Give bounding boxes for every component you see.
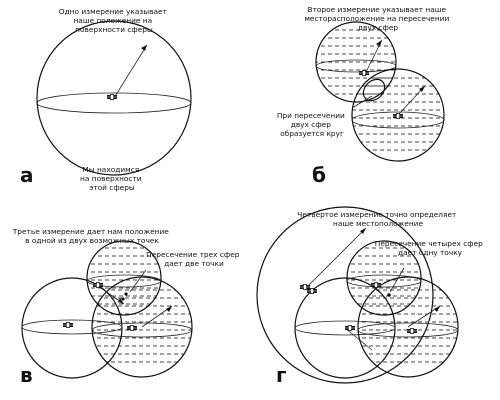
panel-v-side-line-2: дает две точки (164, 259, 224, 268)
sphere-v3-equator (21, 319, 123, 335)
arrowhead-g4 (360, 228, 366, 234)
sphere-b1 (315, 21, 397, 103)
panel-v-top-caption: Третье измерение дает нам положение в од… (12, 227, 171, 245)
sphere-g1-equator (346, 274, 422, 288)
panel-v-side-caption: Пересечение трех сфер дает две точки (146, 250, 242, 268)
pointer-line-b (351, 95, 373, 109)
panel-v-top-line-1: Третье измерение дает нам положение (12, 227, 170, 236)
panel-g-side-caption: Пересечение четырех сфер дает одну точку (375, 239, 485, 257)
sphere-v2-equator (91, 322, 193, 338)
panel-b-top-caption: Второе измерение указывает наше месторас… (304, 5, 451, 32)
panel-a: Одно измерение указывает наше положение … (20, 7, 192, 192)
panel-v: Третье измерение дает нам положение в од… (12, 227, 242, 387)
arrowhead-v (118, 298, 124, 304)
intersection-circle-b (362, 78, 386, 102)
sphere-v1 (86, 240, 162, 316)
sphere-v2 (91, 276, 193, 378)
panel-b-top-line-3: двух сфер (358, 23, 398, 32)
panel-a-bottom-caption: Мы находимся на поверхности этой сферы (80, 165, 144, 192)
panel-a-top-line-1: Одно измерение указывает (59, 7, 168, 16)
sphere-a-equator (36, 92, 192, 114)
satellite-icon (126, 325, 138, 331)
intersection-point-g (387, 293, 391, 297)
radius-arrow-b2 (397, 85, 426, 116)
panel-a-top-line-2: наше положение на (73, 16, 152, 25)
panel-b-top-line-1: Второе измерение указывает наше (308, 5, 447, 14)
radius-arrow-g3 (344, 327, 373, 351)
panel-v-letter: в (20, 363, 33, 387)
panel-a-bottom-line-2: на поверхности (80, 174, 142, 183)
satellite-icon (392, 113, 404, 119)
panel-b-side-line-2: двух сфер (291, 120, 331, 129)
arrowhead-b2 (419, 86, 425, 92)
panel-b-side-line-1: При пересечении (277, 111, 345, 120)
panel-g-side-line-1: Пересечение четырех сфер (375, 239, 483, 248)
panel-g-letter: г (276, 363, 286, 387)
satellite-icon (406, 328, 418, 334)
sphere-g2 (357, 276, 459, 378)
panel-a-bottom-line-1: Мы находимся (82, 165, 139, 174)
panel-v-side-line-1: Пересечение трех сфер (146, 250, 240, 259)
sphere-v2-hatching (92, 289, 192, 363)
panel-g: Четвертое измерение точно определяет наш… (256, 206, 485, 387)
arrowhead-b (376, 40, 382, 46)
arrowhead-a (141, 45, 147, 51)
satellite-icon (106, 94, 118, 100)
panel-a-bottom-line-3: этой сферы (89, 183, 135, 192)
pointer-line-v (129, 269, 147, 293)
panel-g-top-line-1: Четвертое измерение точно определяет (297, 210, 457, 219)
sphere-b2-equator (351, 111, 445, 129)
panel-b-top-line-2: месторасположение на пересечении (304, 14, 449, 23)
satellite-icon (62, 322, 74, 328)
panel-b-side-caption: При пересечении двух сфер образуется кру… (277, 111, 347, 138)
panel-v-top-line-2: в одной из двух возможных точек (25, 236, 159, 245)
satellite-icon (344, 325, 356, 331)
radius-arrow-g4 (305, 227, 367, 289)
sphere-g2-hatching (358, 289, 458, 363)
panel-g-side-line-2: дает одну точку (398, 248, 463, 257)
sphere-b1-equator (315, 59, 397, 73)
intersection-point-v1 (124, 292, 128, 296)
panel-g-top-caption: Четвертое измерение точно определяет наш… (297, 210, 458, 228)
arrowhead-v2 (166, 306, 172, 312)
satellite-icon (299, 284, 311, 290)
radius-arrow-a (113, 44, 148, 99)
panel-a-top-caption: Одно измерение указывает наше положение … (59, 7, 169, 34)
arrowhead-g2 (434, 306, 440, 312)
sphere-g3-equator (294, 320, 396, 336)
panel-b-side-line-3: образуется круг (280, 129, 344, 138)
panel-b: Второе измерение указывает наше месторас… (277, 5, 451, 187)
pointer-line-g (389, 267, 405, 293)
panel-a-top-line-3: поверхности сферы (75, 25, 153, 34)
satellite-icon (370, 282, 382, 288)
sphere-g1 (346, 240, 422, 316)
panel-g-top-line-2: наше местоположение (333, 219, 423, 228)
panel-b-letter: б (312, 163, 326, 187)
sphere-g2-equator (357, 322, 459, 338)
sphere-g4-large (256, 206, 434, 384)
satellite-icon (92, 282, 104, 288)
intersection-point-v2 (121, 297, 125, 301)
satellite-icon (306, 288, 318, 294)
sphere-b2 (351, 68, 445, 162)
sphere-a (36, 20, 192, 176)
satellite-icon (358, 70, 370, 76)
panel-a-letter: а (20, 163, 34, 187)
